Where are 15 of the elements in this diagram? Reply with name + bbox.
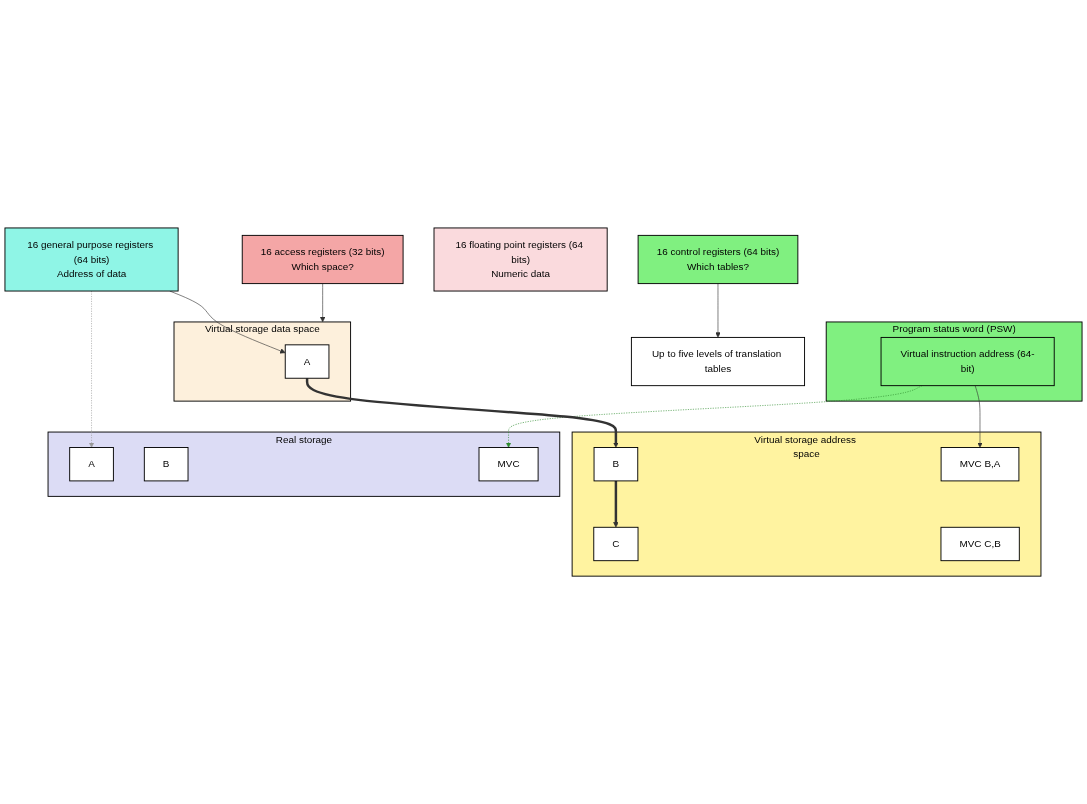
node-box: A (69, 447, 114, 482)
node-box: 16 floating point registers (64 bits) Numeric data (433, 227, 608, 292)
node-box: 16 control registers (64 bits) Which tables? (637, 234, 799, 285)
node-box: 16 general purpose registers (64 bits) Address of data (4, 227, 179, 292)
node-box: Virtual instruction address (64-bit) (880, 336, 1055, 387)
node-box: MVC (478, 447, 539, 482)
node-box: C (593, 526, 639, 562)
node-box: 16 access registers (32 bits) Which space? (241, 234, 404, 285)
arrow (613, 480, 619, 528)
node-box: MVC C,B (940, 526, 1020, 562)
node-box: Up to five levels of translation tables (630, 336, 806, 387)
node-box: B (143, 447, 189, 482)
node-box: A (284, 344, 330, 379)
node-box: B (593, 447, 639, 482)
node-box: MVC B,A (940, 447, 1020, 482)
